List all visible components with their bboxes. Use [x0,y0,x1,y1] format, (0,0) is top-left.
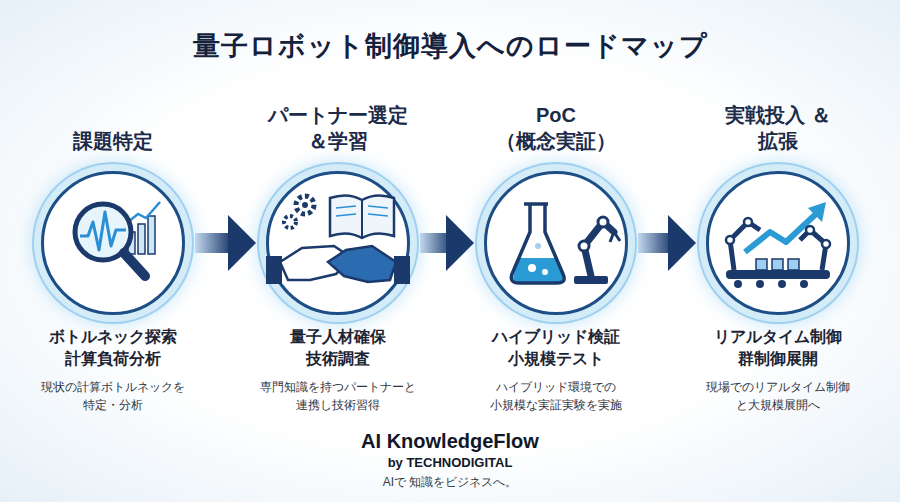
stage-keywords: リアルタイム制御 群制御展開 [703,326,853,369]
stage-description-block: ボトルネック探索 計算負荷分析現状の計算ボトルネックを 特定・分析 [27,326,199,414]
stage-description: ハイブリッド環境での 小規模な実証実験を実施 [470,379,642,414]
arrow-head [668,215,696,271]
stage-description-block: ハイブリッド検証 小規模テストハイブリッド環境での 小規模な実証実験を実施 [470,326,642,414]
stage-keywords: ハイブリッド検証 小規模テスト [481,326,631,369]
stage-description-block: 量子人材確保 技術調査専門知識を持つパートナーと 連携し技術習得 [252,326,424,414]
flow-arrow [195,215,256,271]
stage-description: 専門知識を持つパートナーと 連携し技術習得 [252,379,424,414]
stage-circle: パートナー選定 ＆学習量子人材確保 技術調査専門知識を持つパートナーと 連携し技… [266,171,410,315]
stage-keywords: ボトルネック探索 計算負荷分析 [38,326,188,369]
flow-arrow [420,215,474,271]
brand-name: AI KnowledgeFlow [361,430,539,453]
stage-heading: パートナー選定 ＆学習 [258,102,418,154]
stage-heading: 実戦投入 ＆拡張 [723,102,833,154]
arrow-shaft [195,233,228,253]
stage-description-block: リアルタイム制御 群制御展開現場でのリアルタイム制御 と大規模展開へ [692,326,864,414]
stage-keywords: 量子人材確保 技術調査 [263,326,413,369]
arrow-head [446,215,474,271]
stage-description: 現状の計算ボトルネックを 特定・分析 [27,379,199,414]
stage-circle: 実戦投入 ＆拡張リアルタイム制御 群制御展開現場でのリアルタイム制御 と大規模展… [706,171,850,315]
brand-company: by TECHNODIGITAL [388,455,513,470]
arrow-head [228,215,256,271]
diagram-title: 量子ロボット制御導入へのロードマップ [0,28,900,64]
arrow-shaft [420,233,446,253]
flow-arrow [638,215,696,271]
stage-description: 現場でのリアルタイム制御 と大規模展開へ [692,379,864,414]
arrow-shaft [638,233,668,253]
brand-tagline: AIで 知識をビジネスへ。 [383,474,518,491]
stage-circle: 課題特定ボトルネック探索 計算負荷分析現状の計算ボトルネックを 特定・分析 [41,171,185,315]
stage-heading: 課題特定 [53,128,173,154]
stage-circle: PoC （概念実証）ハイブリッド検証 小規模テストハイブリッド環境での 小規模な… [484,171,628,315]
stage-heading: PoC （概念実証） [481,102,631,154]
